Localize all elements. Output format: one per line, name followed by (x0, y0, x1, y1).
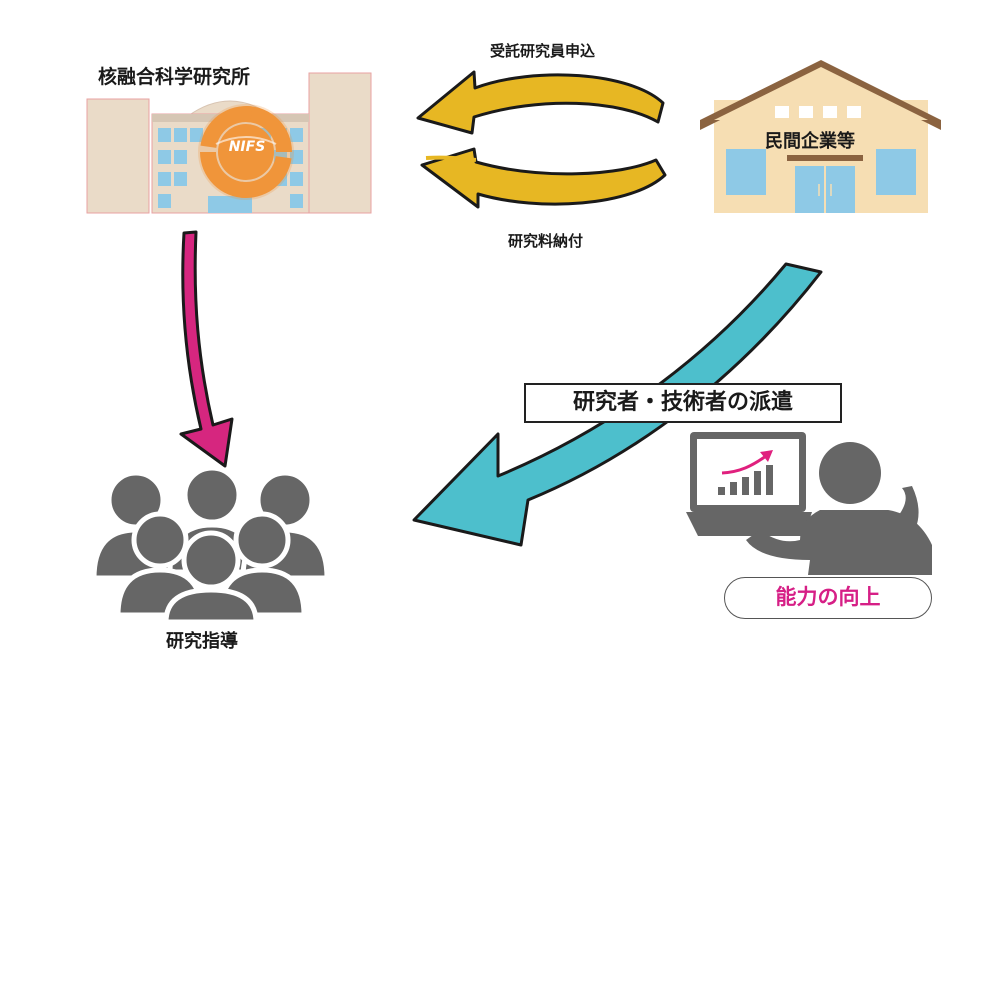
fee-label: 研究料納付 (508, 232, 584, 250)
institute-building-icon (86, 72, 372, 214)
person-with-laptop-icon (686, 432, 932, 575)
apply-arrow (416, 70, 665, 135)
dispatch-arrow (412, 262, 823, 547)
company-building-icon (700, 60, 941, 213)
apply-label: 受託研究員申込 (490, 42, 596, 60)
company-label: 民間企業等 (765, 131, 855, 152)
growth-chart-icon (718, 450, 773, 495)
guidance-label: 研究指導 (166, 631, 238, 652)
dispatch-label: 研究者・技術者の派遣 (524, 383, 842, 423)
researchers-group-icon (91, 465, 330, 625)
nifs-logo-text: NIFS (228, 139, 266, 155)
nifs-logo-icon (198, 104, 294, 200)
institute-label: 核融合科学研究所 (98, 66, 251, 88)
fee-arrow (420, 147, 667, 209)
skill-improvement-label: 能力の向上 (724, 577, 932, 619)
guidance-arrow (179, 230, 234, 468)
